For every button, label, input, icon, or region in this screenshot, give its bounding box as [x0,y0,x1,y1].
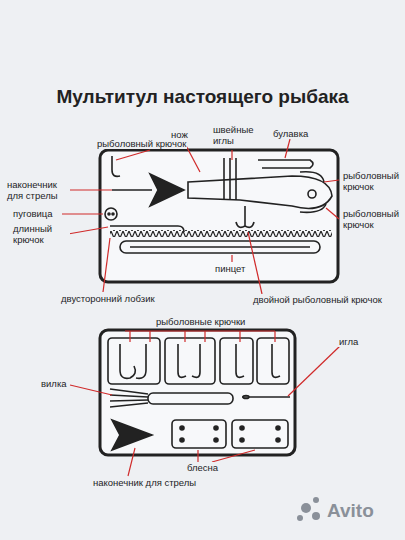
part-label: рыболовный крючок [342,170,402,192]
part-label: вилка [40,378,68,389]
part-label: блесна [186,462,219,473]
part-label: пинцет [214,263,246,274]
part-label: наконечник для стрелы [6,179,70,201]
part-label: рыболовный крючок [96,138,187,149]
part-label: рыболовный крючок [342,208,402,230]
part-label: наконечник для стрелы [92,477,197,488]
bottom-card [100,330,295,455]
part-label: длинный крючок [12,223,70,245]
part-label: булавка [272,128,309,139]
leader-lines [62,139,340,476]
watermark: Avito [326,500,375,522]
top-card [100,150,338,282]
part-label: швейные иглы [212,124,260,146]
title: Мультитул настоящего рыбака [0,86,405,108]
part-label: пуговица [12,208,54,219]
part-label: двойной рыболовный крючок [252,294,383,305]
watermark-logo [297,497,320,521]
part-label: игла [338,336,359,347]
part-label: двусторонний лобзик [60,293,156,304]
part-label: рыболовные крючки [155,316,246,327]
